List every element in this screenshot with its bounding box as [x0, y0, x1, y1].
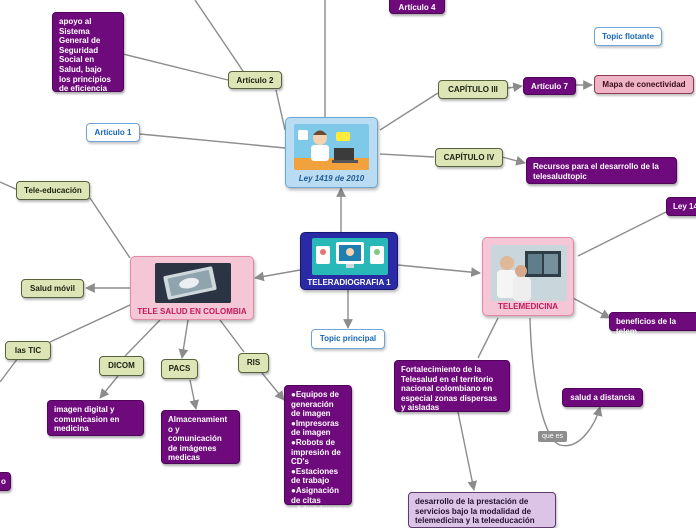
ley-1419-node[interactable]: Ley 1419 de 2010: [285, 117, 378, 188]
articulo-7-node[interactable]: Artículo 7: [523, 77, 576, 95]
articulo-7-label: Artículo 7: [531, 82, 568, 91]
articulo-4-label: Artículo 4: [398, 3, 436, 12]
desarrollo-node[interactable]: desarrollo de la prestación de servicios…: [408, 492, 556, 528]
topic-principal-node[interactable]: Topic principal: [311, 329, 385, 349]
left-partial-label: o: [1, 477, 6, 486]
desarrollo-text: desarrollo de la prestación de servicios…: [415, 497, 535, 526]
telesalud-label: TELE SALUD EN COLOMBIA: [137, 307, 247, 316]
salud-movil-label: Salud móvil: [30, 284, 75, 293]
ris-node[interactable]: RIS: [238, 353, 269, 373]
doctor-laptop-illustration: [294, 124, 369, 170]
capitulo-3-label: CAPÍTULO III: [448, 85, 498, 94]
recursos-text: Recursos para el desarrollo de la telesa…: [533, 162, 659, 181]
articulo-1-node[interactable]: Artículo 1: [86, 123, 140, 142]
almacenamiento-text: Almacenamient o y comunicación de imágen…: [168, 415, 228, 463]
articulo-4-node[interactable]: Artículo 4: [389, 0, 445, 14]
center-label: TELERADIOGRAFIA 1: [307, 278, 391, 287]
doctors-monitor-photo: [491, 245, 567, 301]
imagen-digital-node[interactable]: imagen digital y comunicasion en medicin…: [47, 400, 144, 436]
fortalecimiento-text: Fortalecimiento de la Telesalud en el te…: [401, 365, 498, 413]
las-tic-node[interactable]: las TIC: [5, 341, 51, 360]
pacs-node[interactable]: PACS: [161, 359, 198, 379]
salud-distancia-label: salud a distancia: [570, 393, 635, 402]
pacs-label: PACS: [168, 364, 191, 373]
apoyo-text: apoyo al Sistema General de Seguridad So…: [59, 17, 112, 94]
imagen-digital-text: imagen digital y comunicasion en medicin…: [54, 405, 120, 434]
ley-1419-label: Ley 1419 de 2010: [298, 174, 365, 183]
telemedicina-node[interactable]: TELEMEDICINA: [482, 237, 574, 316]
telemedicina-label: TELEMEDICINA: [498, 302, 558, 311]
salud-movil-node[interactable]: Salud móvil: [21, 279, 84, 298]
que-es-tag: que es: [538, 431, 568, 442]
ley-14-partial-label: Ley 14: [673, 202, 696, 211]
mapa-conectividad-label: Mapa de conectividad: [602, 80, 686, 89]
fortalecimiento-node[interactable]: Fortalecimiento de la Telesalud en el te…: [394, 360, 510, 412]
dicom-label: DICOM: [108, 361, 135, 370]
beneficios-label: beneficios de la telem: [616, 317, 677, 336]
capitulo-3-node[interactable]: CAPÍTULO III: [438, 80, 508, 99]
articulo-2-node[interactable]: Artículo 2: [228, 71, 282, 89]
tele-educacion-label: Tele-educación: [24, 186, 82, 195]
mapa-conectividad-node[interactable]: Mapa de conectividad: [594, 75, 694, 94]
left-partial-node[interactable]: o: [0, 472, 11, 491]
articulo-1-label: Artículo 1: [94, 128, 132, 137]
articulo-2-label: Artículo 2: [236, 76, 274, 85]
ris-label: RIS: [246, 358, 261, 367]
topic-principal-label: Topic principal: [319, 334, 377, 343]
dicom-node[interactable]: DICOM: [99, 356, 144, 376]
las-tic-label: las TIC: [14, 346, 42, 355]
tele-educacion-node[interactable]: Tele-educación: [16, 181, 90, 200]
beneficios-node[interactable]: beneficios de la telem: [609, 312, 696, 336]
ley-14-partial-node[interactable]: Ley 14: [666, 197, 696, 216]
capitulo-4-node[interactable]: CAPÍTULO IV: [435, 148, 503, 167]
salud-distancia-node[interactable]: salud a distancia: [562, 388, 643, 407]
equipos-node[interactable]: ●Equipos de generación de imagen ●Impres…: [284, 385, 352, 514]
telesalud-node[interactable]: TELE SALUD EN COLOMBIA: [130, 256, 254, 320]
almacenamiento-node[interactable]: Almacenamient o y comunicación de imágen…: [161, 410, 240, 464]
recursos-node[interactable]: Recursos para el desarrollo de la telesa…: [526, 157, 677, 184]
topic-flotante-node[interactable]: Topic flotante: [594, 27, 662, 46]
tablet-xray-image: [155, 263, 231, 303]
topic-flotante-label: Topic flotante: [602, 32, 654, 41]
equipos-text: ●Equipos de generación de imagen ●Impres…: [291, 390, 342, 515]
que-es-label: que es: [542, 433, 564, 440]
telemedicine-illustration: [312, 238, 388, 275]
capitulo-4-label: CAPÍTULO IV: [443, 153, 495, 162]
teleradiografia-node[interactable]: TELERADIOGRAFIA 1: [300, 232, 398, 290]
apoyo-node[interactable]: apoyo al Sistema General de Seguridad So…: [52, 12, 124, 94]
